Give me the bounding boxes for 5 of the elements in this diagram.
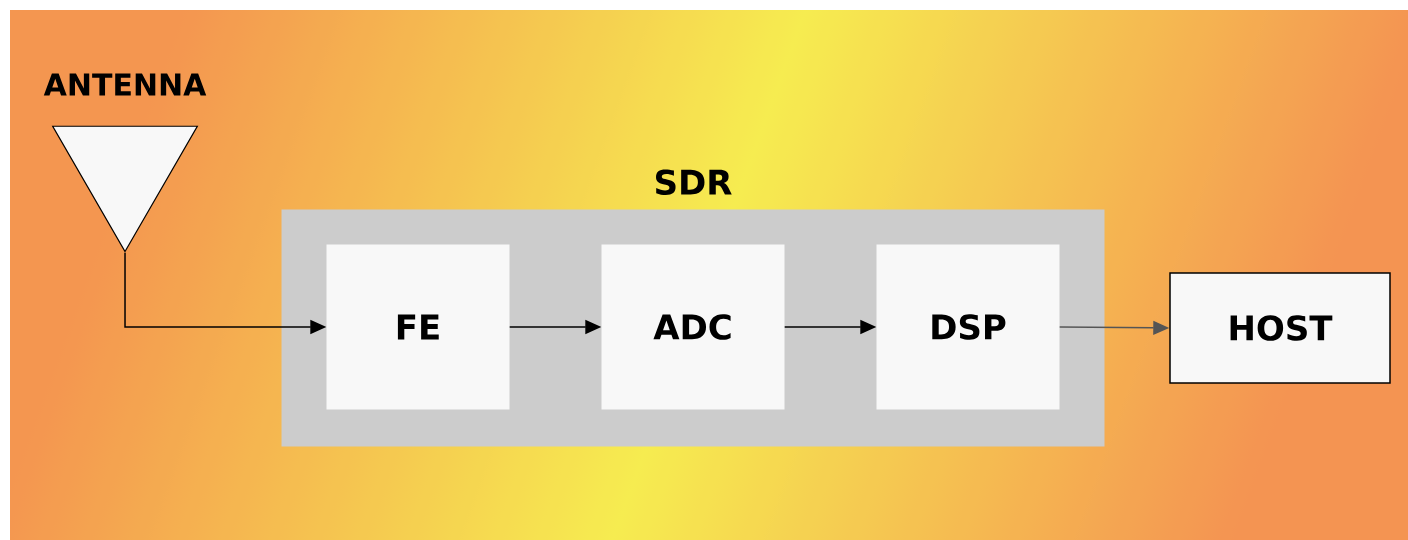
block-box: FE [326,244,510,410]
block-box: DSP [876,244,1060,410]
block-box: ADC [601,244,785,410]
host-box: HOST [1169,272,1391,384]
node-label: SDR [656,169,732,196]
